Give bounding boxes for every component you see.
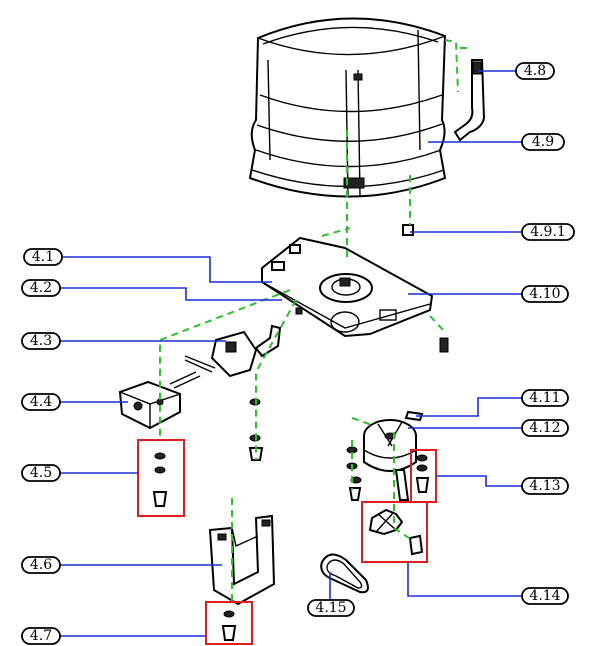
lever-bracket-part (184, 324, 282, 378)
label-4-11: 4.11 (521, 389, 569, 407)
motor-part (346, 410, 424, 501)
drain-tube-part (453, 59, 486, 142)
group-box-4-14 (361, 501, 428, 563)
assembly-lines (159, 39, 470, 604)
screw-lower-part (221, 610, 237, 641)
label-4-12-text: 4.12 (529, 420, 560, 436)
leader-lines (60, 70, 522, 637)
label-4-10: 4.10 (521, 285, 569, 303)
label-4-6: 4.6 (21, 556, 61, 574)
label-4-9-1-text: 4.9.1 (530, 224, 566, 240)
label-4-8-text: 4.8 (524, 63, 546, 79)
label-4-2: 4.2 (21, 279, 61, 297)
label-4-6-text: 4.6 (30, 557, 52, 573)
base-plate-part (261, 236, 449, 353)
label-4-9-1: 4.9.1 (521, 223, 575, 241)
pulley-part (368, 508, 424, 556)
label-4-12: 4.12 (521, 419, 569, 437)
label-4-2-text: 4.2 (30, 280, 52, 296)
label-4-3-text: 4.3 (30, 333, 52, 349)
label-4-3: 4.3 (21, 332, 61, 350)
belt-part (320, 553, 369, 594)
label-4-14-text: 4.14 (529, 588, 560, 604)
label-4-15: 4.15 (307, 599, 355, 617)
label-4-9-text: 4.9 (532, 134, 554, 150)
u-bracket-part (208, 514, 276, 606)
label-4-5: 4.5 (21, 464, 61, 482)
label-4-8: 4.8 (515, 62, 555, 80)
switch-part (118, 371, 201, 430)
tub-part (248, 17, 447, 198)
screws-right-part (415, 454, 430, 493)
label-4-10-text: 4.10 (529, 286, 560, 302)
label-4-13: 4.13 (521, 477, 569, 495)
label-4-9: 4.9 (521, 133, 565, 151)
label-4-11-text: 4.11 (529, 390, 560, 406)
clip-part (402, 224, 414, 236)
label-4-1-text: 4.1 (32, 249, 54, 265)
label-4-7-text: 4.7 (30, 628, 52, 644)
group-box-4-5 (137, 439, 185, 517)
label-4-4: 4.4 (21, 393, 61, 411)
label-4-7: 4.7 (21, 627, 61, 645)
label-4-5-text: 4.5 (30, 465, 52, 481)
label-4-13-text: 4.13 (529, 478, 560, 494)
label-4-4-text: 4.4 (30, 394, 52, 410)
label-4-1: 4.1 (23, 248, 63, 266)
group-box-4-7 (205, 601, 253, 645)
label-4-14: 4.14 (521, 587, 569, 605)
label-4-15-text: 4.15 (315, 600, 346, 616)
